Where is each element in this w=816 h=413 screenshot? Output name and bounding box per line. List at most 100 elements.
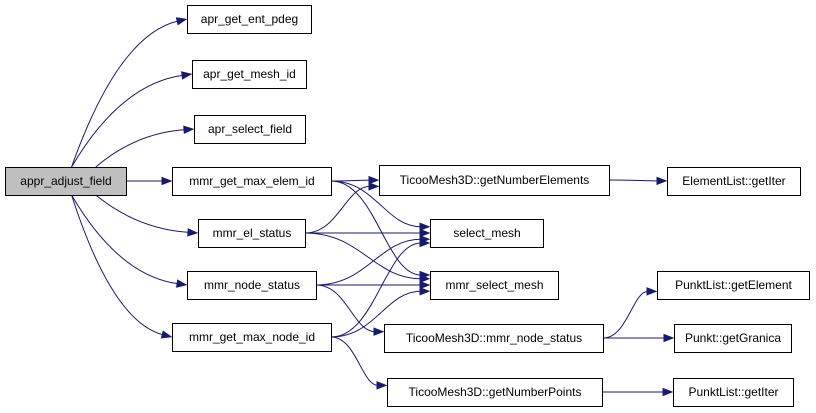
edge-ticoo_get_number_points-to-punkt_list_get_iter (602, 387, 674, 397)
edge-ticoo_mmr_node_status-to-punkt_list_get_element (602, 287, 658, 339)
node-box[interactable] (673, 378, 794, 407)
node-appr-adjust-field[interactable]: appr_adjust_field (5, 167, 127, 196)
edge-arrowhead (419, 274, 431, 283)
node-apr-get-mesh-id[interactable]: apr_get_mesh_id (192, 60, 307, 89)
edge-line (71, 20, 179, 168)
node-punkt-list-get-iter[interactable]: PunktList::getIter (673, 378, 794, 407)
edge-appr_adjust_field-to-mmr_node_status (71, 194, 188, 288)
edge-mmr_node_status-to-ticoo_mmr_node_status (315, 284, 385, 336)
edge-line (315, 284, 376, 333)
node-label: TicooMesh3D::getNumberPoints (409, 385, 582, 399)
node-punkt-get-granica[interactable]: Punkt::getGranica (674, 324, 792, 353)
edge-ticoo_get_number_elements-to-element_list_get_iter (608, 176, 668, 186)
node-box[interactable] (379, 165, 610, 196)
node-box[interactable] (5, 167, 127, 196)
edge-arrowhead (419, 222, 431, 231)
edge-mmr_el_status-to-ticoo_get_number_elements (304, 182, 380, 234)
edge-arrowhead (646, 287, 658, 296)
edge-line (315, 238, 422, 286)
edge-arrowhead (419, 228, 431, 238)
node-ticoo-get-number-points[interactable]: TicooMesh3D::getNumberPoints (387, 378, 603, 407)
node-box[interactable] (384, 324, 604, 353)
node-label: PunktList::getElement (675, 278, 792, 292)
node-apr-get-ent-pdeg[interactable]: apr_get_ent_pdeg (187, 5, 312, 34)
node-box[interactable] (187, 271, 317, 300)
node-box[interactable] (674, 324, 792, 353)
edge-line (71, 194, 179, 285)
nodes-layer: appr_adjust_field apr_get_ent_pdeg apr_get… (5, 5, 810, 407)
node-label: mmr_get_max_elem_id (189, 174, 314, 188)
node-label: Punkt::getGranica (685, 331, 781, 345)
edge-mmr_get_max_node_id-to-select_mesh (330, 238, 431, 338)
edge-arrowhead (176, 279, 188, 288)
node-label: apr_get_mesh_id (203, 67, 296, 81)
node-box[interactable] (430, 219, 544, 248)
edge-arrowhead (663, 333, 675, 343)
node-mmr-get-max-elem-id[interactable]: mmr_get_max_elem_id (172, 167, 332, 196)
edge-mmr_get_max_elem_id-to-ticoo_get_number_elements (330, 175, 380, 185)
edge-line (330, 180, 422, 276)
node-box[interactable] (430, 271, 559, 300)
node-label: mmr_get_max_node_id (189, 330, 315, 344)
edge-line (304, 185, 371, 234)
node-box[interactable] (387, 378, 603, 407)
node-box[interactable] (172, 323, 332, 352)
node-label: apr_select_field (208, 122, 292, 136)
edge-mmr_el_status-to-mmr_select_mesh (304, 232, 431, 283)
node-element-list-get-iter[interactable]: ElementList::getIter (667, 167, 801, 196)
node-label: PunktList::getIter (688, 385, 778, 399)
node-mmr-node-status[interactable]: mmr_node_status (187, 271, 317, 300)
node-ticoo-get-number-elements[interactable]: TicooMesh3D::getNumberElements (379, 165, 610, 196)
edge-line (95, 194, 190, 233)
node-box[interactable] (187, 5, 312, 34)
edge-arrowhead (183, 125, 195, 134)
edge-arrowhead (175, 17, 188, 26)
edge-arrowhead (419, 280, 431, 290)
node-label: apr_get_ent_pdeg (201, 12, 298, 26)
node-box[interactable] (194, 115, 306, 144)
node-select-mesh[interactable]: select_mesh (430, 219, 544, 248)
node-punkt-list-get-element[interactable]: PunktList::getElement (657, 271, 810, 300)
edge-appr_adjust_field-to-apr_get_mesh_id (71, 71, 193, 168)
edge-mmr_get_max_node_id-to-ticoo_get_number_points (330, 336, 388, 390)
node-mmr-get-max-node-id[interactable]: mmr_get_max_node_id (172, 323, 332, 352)
edge-arrowhead (160, 330, 173, 339)
node-mmr-select-mesh[interactable]: mmr_select_mesh (430, 271, 559, 300)
edge-arrowhead (181, 71, 193, 80)
node-ticoo-mmr-node-status[interactable]: TicooMesh3D::mmr_node_status (384, 324, 604, 353)
edge-appr_adjust_field-to-mmr_get_max_node_id (71, 194, 173, 339)
edge-mmr_get_max_elem_id-to-select_mesh (330, 180, 431, 231)
edges-layer (71, 17, 675, 397)
edge-line (602, 290, 649, 339)
edge-mmr_get_max_node_id-to-mmr_select_mesh (330, 287, 431, 338)
edge-line (71, 194, 164, 336)
node-box[interactable] (192, 60, 307, 89)
edge-line (330, 180, 422, 228)
edge-line (71, 74, 184, 168)
node-mmr-el-status[interactable]: mmr_el_status (198, 219, 306, 248)
node-label: appr_adjust_field (20, 174, 111, 188)
node-apr-select-field[interactable]: apr_select_field (194, 115, 306, 144)
edge-arrowhead (656, 176, 668, 186)
node-label: TicooMesh3D::mmr_node_status (406, 331, 582, 345)
node-box[interactable] (657, 271, 810, 300)
node-label: ElementList::getIter (682, 174, 785, 188)
node-box[interactable] (667, 167, 801, 196)
edge-arrowhead (161, 176, 173, 186)
edge-line (330, 336, 379, 386)
edge-arrowhead (419, 287, 431, 296)
node-box[interactable] (198, 219, 306, 248)
edge-appr_adjust_field-to-apr_select_field (95, 125, 195, 168)
edge-arrowhead (368, 182, 380, 191)
edge-arrowhead (662, 387, 674, 397)
edge-line (95, 129, 186, 168)
edge-appr_adjust_field-to-mmr_el_status (95, 194, 199, 237)
edge-line (330, 242, 422, 338)
edge-mmr_el_status-to-select_mesh (305, 228, 431, 238)
edge-mmr_node_status-to-mmr_select_mesh (316, 280, 431, 290)
edge-appr_adjust_field-to-mmr_get_max_elem_id (125, 176, 173, 186)
node-box[interactable] (172, 167, 332, 196)
edge-arrowhead (187, 228, 199, 237)
node-label: mmr_node_status (204, 278, 300, 292)
